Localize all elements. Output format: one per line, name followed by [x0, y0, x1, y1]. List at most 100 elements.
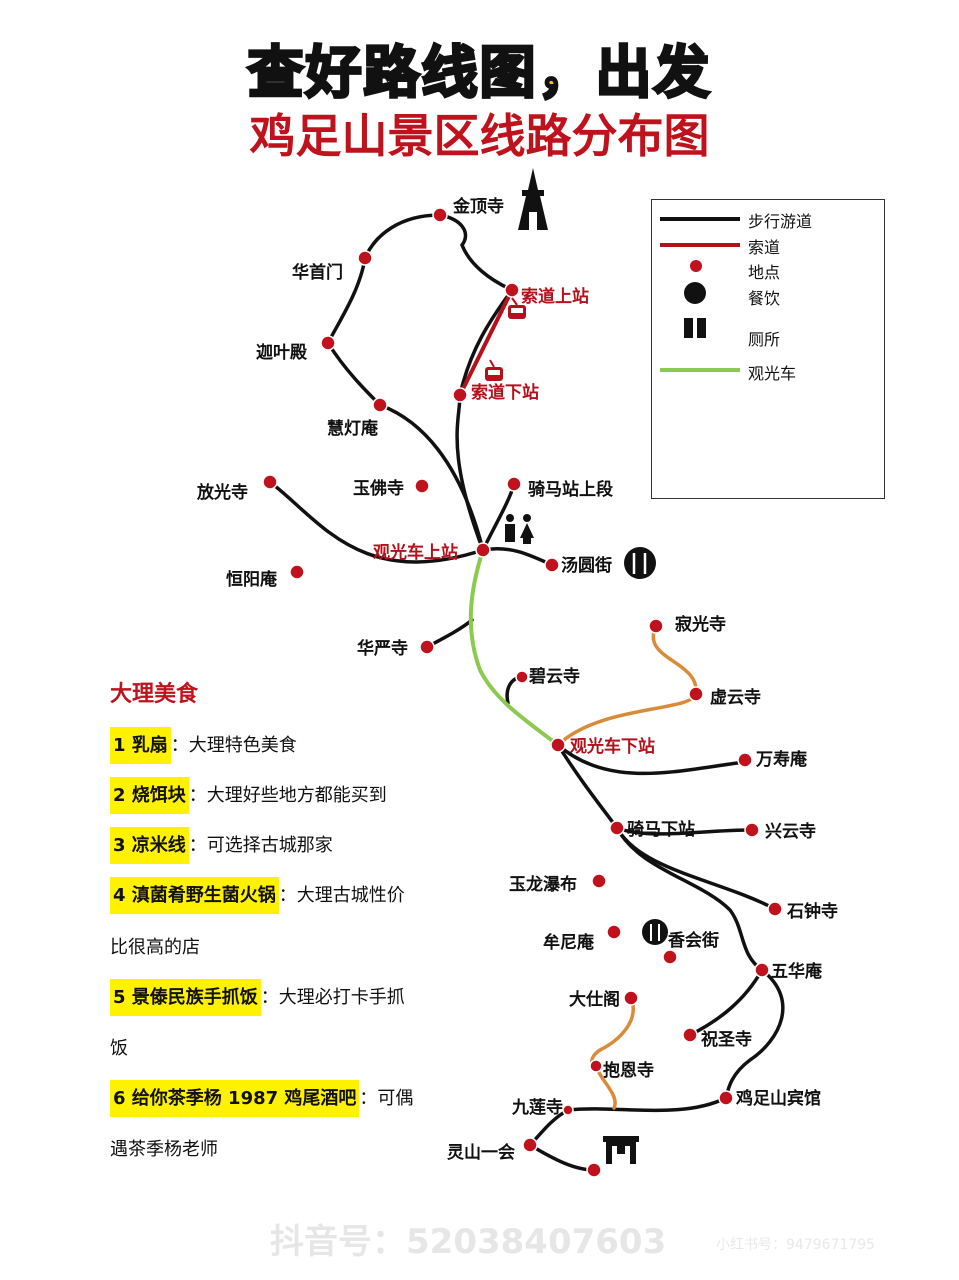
douyin-watermark: 抖音号：52038407603: [270, 1222, 667, 1262]
legend-label-walking: 步行游道: [748, 212, 813, 231]
label-huashoumen: 华首门: [292, 262, 343, 283]
food-item-desc: ：大理必打卡手抓: [260, 987, 405, 1008]
legend-dot-icon: [690, 260, 702, 272]
dot-qimazhan-top: [506, 476, 522, 492]
label-zhushengsi: 祝圣寺: [701, 1029, 752, 1050]
food-item-cont: 比很高的店: [110, 937, 200, 958]
dot-jiusi: [562, 1104, 574, 1116]
dot-huayansi: [419, 639, 435, 655]
label-jiayedian: 迦叶殿: [256, 343, 308, 363]
dot-xianghuijie: [662, 949, 678, 965]
path-qima-bottom: [556, 743, 619, 830]
food-item: 5 景傣民族手抓饭：大理必打卡手抓: [110, 979, 405, 1016]
dot-dashige: [623, 990, 639, 1006]
food-item: 1 乳扇：大理特色美食: [110, 727, 297, 764]
dot-wuhuaan: [754, 962, 770, 978]
path-wanshouan: [556, 743, 747, 776]
main-title: 查好路线图，出发: [246, 40, 712, 108]
legend-restroom-icon: [697, 318, 706, 338]
food-item: 3 凉米线：可选择古城那家: [110, 827, 333, 864]
label-suodao-bottom: 索道下站: [471, 382, 539, 403]
dot-huashoumen: [357, 250, 373, 266]
legend-label-bus: 观光车: [748, 364, 797, 383]
dining-icon: [642, 919, 668, 945]
label-munian: 牟尼庵: [543, 932, 594, 953]
legend-label-cableway: 索道: [748, 238, 781, 257]
label-suodao-top: 索道上站: [521, 286, 589, 307]
dot-jiguangsi: [648, 618, 664, 634]
label-jindingsi: 金顶寺: [452, 196, 504, 217]
path-binguan: [528, 1096, 728, 1147]
cable-car-icon: [485, 359, 503, 381]
legend-label-location: 地点: [748, 263, 781, 282]
legend-bus-line: [660, 368, 740, 372]
dot-zhushengsi: [682, 1027, 698, 1043]
label-qimazhan-top: 骑马站上段: [528, 479, 613, 500]
food-item: 4 滇菌肴野生菌火锅：大理古城性价: [110, 877, 405, 914]
dot-hengyangan: [289, 564, 305, 580]
food-item-cont: 遇茶季杨老师: [110, 1139, 218, 1160]
dot-tangyuanjie: [544, 557, 560, 573]
label-binguan: 鸡足山宾馆: [735, 1088, 821, 1109]
orange-paths: [556, 624, 698, 1110]
food-item-desc: ：可选择古城那家: [188, 835, 333, 856]
tower-icon: [518, 168, 548, 230]
cableway-line: [458, 289, 514, 396]
label-xianghuijie: 香会街: [668, 930, 719, 951]
dot-jiayedian: [320, 335, 336, 351]
path-huayansi: [425, 618, 474, 649]
path-wuhuaan: [615, 826, 764, 972]
orange-path-dashige: [590, 996, 635, 1110]
label-fangguangsi: 放光寺: [196, 482, 248, 503]
label-wanshouan: 万寿庵: [755, 749, 807, 770]
label-lingshan: 灵山一会: [447, 1142, 515, 1163]
path-zhushengsi: [688, 968, 764, 1037]
dot-xingyunsi: [744, 822, 760, 838]
map-legend: 步行游道 索道 地点 餐饮 厕所 观光车: [651, 199, 885, 499]
path-west-loop: [326, 213, 485, 552]
food-item: 6 给你茶季杨 1987 鸡尾酒吧：可偶: [110, 1080, 414, 1117]
label-wuhuaan: 五华庵: [771, 961, 822, 982]
dot-lingshan: [522, 1137, 538, 1153]
map-subtitle: 鸡足山景区线路分布图: [249, 109, 710, 163]
dot-yulongpubu: [591, 873, 607, 889]
legend-label-dining: 餐饮: [748, 289, 781, 308]
dot-jindingsi: [432, 207, 448, 223]
dot-suodao-bottom: [452, 387, 468, 403]
dot-fangguangsi: [262, 474, 278, 490]
path-lingshan: [528, 1143, 596, 1172]
restroom-icon: [505, 514, 534, 544]
xhs-watermark: 小红书号：9479671795: [716, 1237, 876, 1253]
dot-bus-bottom: [550, 737, 566, 753]
dot-munian: [606, 924, 622, 940]
label-huayansi: 华严寺: [357, 638, 408, 659]
legend-restroom-icon: [684, 318, 693, 338]
label-xingyunsi: 兴云寺: [765, 821, 816, 842]
food-item-name: 1 乳扇: [110, 727, 171, 764]
legend-dining-icon: [684, 282, 706, 304]
food-item-desc: ：大理特色美食: [170, 735, 297, 756]
cable-car-icon: [508, 297, 526, 319]
food-item: 2 烧饵块：大理好些地方都能买到: [110, 777, 387, 814]
food-item-name: 6 给你茶季杨 1987 鸡尾酒吧: [110, 1080, 360, 1117]
label-dashige: 大仕阁: [569, 989, 620, 1010]
path-east-loop: [438, 213, 514, 552]
dot-qimaxiazhan: [609, 820, 625, 836]
gate-icon: [603, 1136, 639, 1164]
label-huidengan: 慧灯庵: [327, 418, 378, 439]
legend-walking-line: [660, 217, 740, 221]
label-bus-top: 观光车上站: [372, 542, 458, 563]
dining-icon: [624, 547, 656, 579]
dot-huidengan: [372, 397, 388, 413]
label-jiguangsi: 寂光寺: [675, 614, 726, 635]
food-item-desc: ：可偶: [359, 1088, 414, 1109]
food-item-name: 2 烧饵块: [110, 777, 189, 814]
label-bus-bottom: 观光车下站: [569, 736, 655, 757]
label-baoensi: 抱恩寺: [603, 1060, 654, 1081]
path-shizhongsi: [615, 826, 777, 911]
food-item-name: 5 景傣民族手抓饭: [110, 979, 261, 1016]
dot-end: [586, 1162, 602, 1178]
legend-cableway-line: [660, 243, 740, 247]
dot-yufosi: [414, 478, 430, 494]
